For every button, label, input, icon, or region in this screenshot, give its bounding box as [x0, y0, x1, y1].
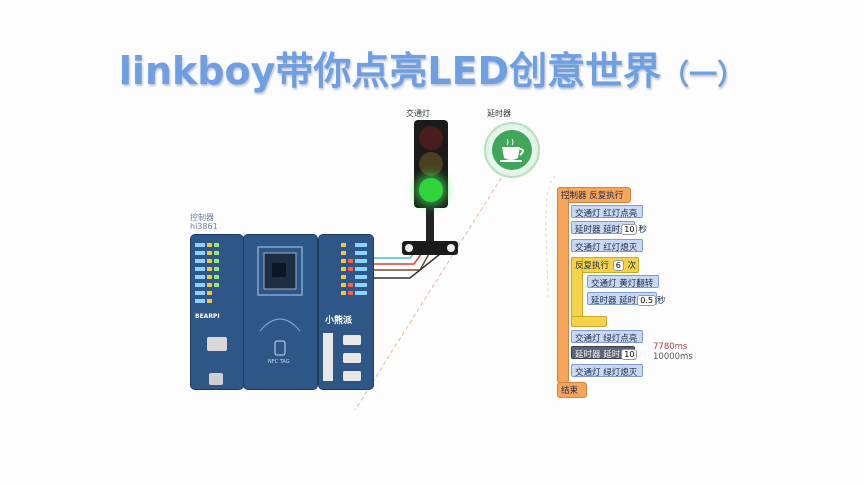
board-left-panel: BEARPI — [190, 234, 244, 390]
board-middle-panel: NFC TAG — [243, 234, 318, 390]
repeat-count-input[interactable]: 6 — [612, 260, 624, 271]
block-red-on[interactable]: 交通灯 红灯点亮 — [571, 205, 643, 219]
controller-label: 控制器 — [190, 213, 214, 222]
teacup-glyph — [500, 138, 524, 162]
controller-board[interactable]: BEARPI NFC TAG — [190, 234, 374, 390]
delay-2-input[interactable]: 0.5 — [637, 295, 656, 306]
page-title: linkboy带你点亮LED创意世界（一） — [0, 40, 864, 95]
elapsed-time: 7780ms — [653, 342, 688, 352]
block-red-off[interactable]: 交通灯 红灯熄灭 — [571, 239, 643, 253]
controller-loop-spine — [557, 187, 569, 383]
end-block[interactable] — [557, 382, 587, 398]
timer-label: 延时器 — [487, 109, 511, 118]
board-left-details — [195, 243, 227, 385]
dashed-guide-line-2 — [545, 175, 556, 301]
board-middle-details — [257, 246, 303, 356]
delay-1-input[interactable]: 10 — [621, 224, 638, 235]
brand-text: BEARPI — [195, 313, 220, 320]
board-right-details — [323, 243, 367, 381]
repeat-block-foot — [571, 316, 607, 327]
yellow-lamp — [419, 152, 443, 176]
traffic-light-body — [414, 120, 448, 208]
board-name: 小熊派 — [325, 316, 353, 326]
controller-loop-text: 控制器 反复执行 — [561, 191, 624, 201]
mount-hole — [447, 244, 455, 252]
block-green-on[interactable]: 交通灯 绿灯点亮 — [571, 330, 643, 344]
nfc-text: NFC TAG — [268, 359, 290, 365]
green-lamp — [419, 178, 443, 202]
traffic-light-base — [402, 241, 458, 255]
delay-3-input[interactable]: 10 — [621, 349, 638, 360]
block-green-off[interactable]: 交通灯 绿灯熄灭 — [571, 364, 643, 378]
board-right-panel: 小熊派 — [318, 234, 374, 390]
repeat-block-text: 反复执行 6 次 — [575, 260, 637, 271]
block-yellow-toggle[interactable]: 交通灯 黄灯翻转 — [587, 275, 659, 289]
red-lamp — [419, 126, 443, 150]
mount-hole — [405, 244, 413, 252]
traffic-light-post — [426, 200, 434, 246]
controller-model-label: hi3861 — [190, 222, 218, 231]
teacup-icon — [492, 130, 532, 170]
timer-component[interactable] — [484, 122, 540, 178]
total-time: 10000ms — [653, 352, 693, 362]
end-label: 结束 — [561, 386, 579, 396]
title-text: linkboy带你点亮LED创意世界 — [118, 49, 662, 93]
traffic-light-label: 交通灯 — [406, 109, 430, 118]
title-part: （一） — [661, 58, 746, 91]
dashed-guide-line — [354, 171, 506, 411]
